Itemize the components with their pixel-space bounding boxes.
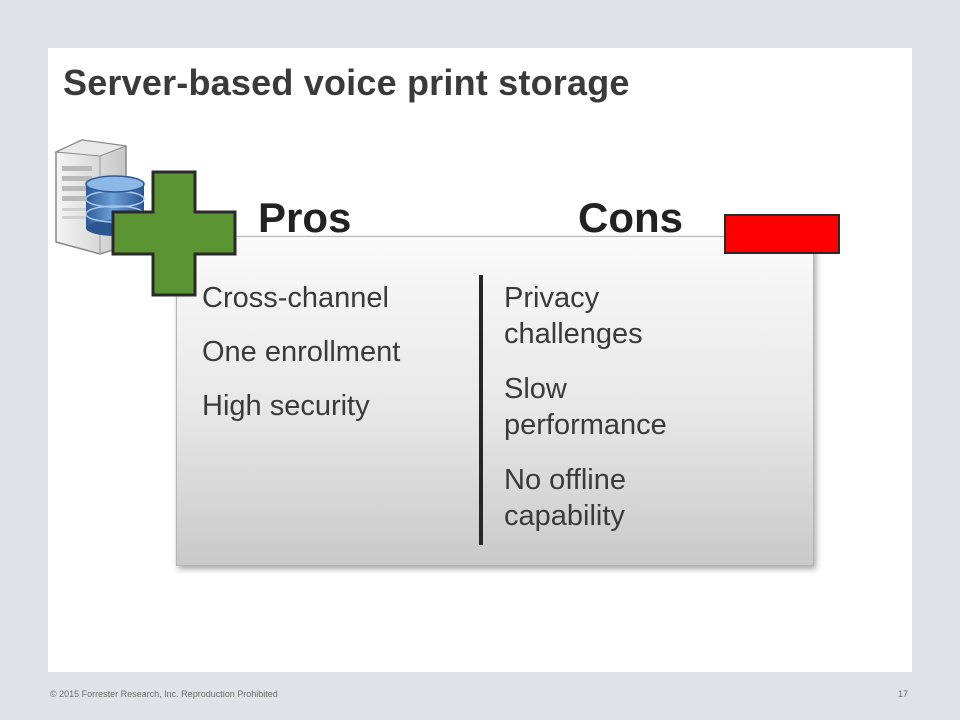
cons-item-line: Slow (504, 373, 567, 405)
cons-list: Privacy challenges Slow performance No o… (504, 280, 794, 553)
cons-item: Slow performance (504, 371, 794, 443)
pros-cons-panel (176, 236, 814, 566)
plus-icon (111, 170, 237, 297)
cons-item-line: challenges (504, 318, 643, 350)
cons-heading: Cons (578, 194, 683, 241)
cons-item-line: performance (504, 409, 667, 441)
cons-item-line: capability (504, 500, 625, 532)
pros-list: Cross-channel One enrollment High securi… (202, 280, 472, 442)
pros-item: High security (202, 390, 370, 422)
page-number: 17 (898, 689, 909, 699)
cons-item-line: Privacy (504, 282, 600, 314)
slide-title: Server-based voice print storage (63, 62, 630, 103)
pros-item: One enrollment (202, 336, 401, 368)
cons-item: No offline capability (504, 462, 794, 534)
cons-item: Privacy challenges (504, 280, 794, 352)
footer-copyright: © 2015 Forrester Research, Inc. Reproduc… (50, 689, 278, 699)
pros-item: Cross-channel (202, 282, 389, 314)
pros-cons-divider (479, 275, 483, 545)
pros-heading: Pros (258, 194, 352, 241)
cons-item-line: No offline (504, 464, 626, 496)
minus-icon (724, 214, 840, 254)
